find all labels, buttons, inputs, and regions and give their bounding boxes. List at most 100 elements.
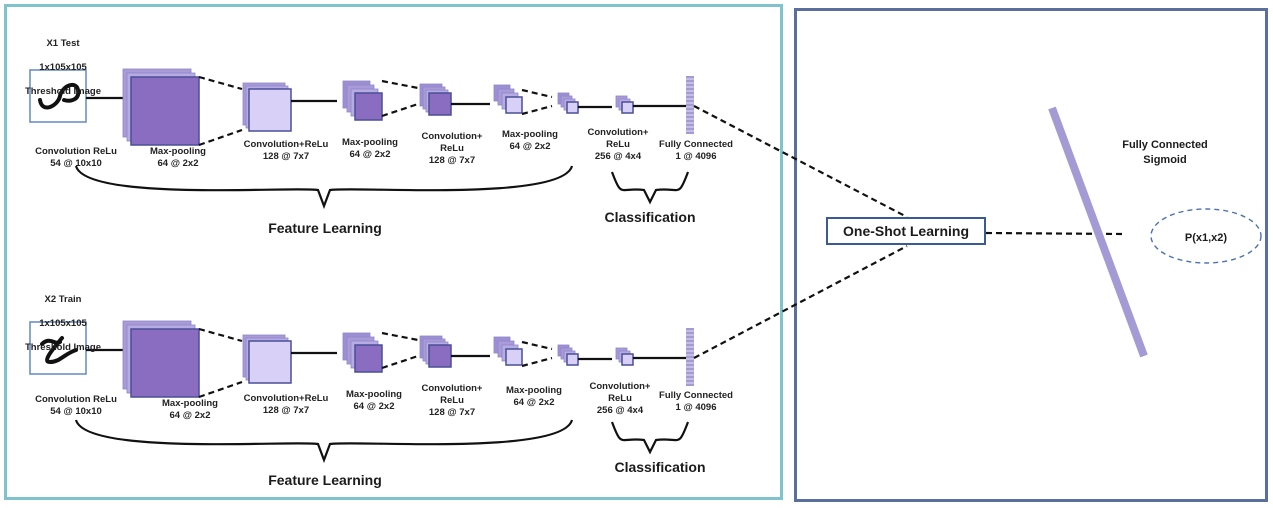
x1-to-oneshot-dash [693,105,908,218]
x1-dash-pool3-bot [521,104,553,116]
x2-classification-label: Classification [614,459,706,475]
one-shot-panel [794,8,1268,502]
x1-conv4-block-front [621,101,634,114]
x2-input-image-box [29,321,87,375]
x1-input-label: X1 Test 1x105x105 Threshold Image [18,26,108,110]
layer-name: Fully Connected [659,139,733,150]
x1-dash-conv1-bot [198,128,243,147]
x1-feature-brace [74,165,574,210]
x2-conv3-block-front [428,344,452,368]
x1-input-image-glyph [38,82,81,110]
layer-spec: 64 @ 2x2 [353,401,395,412]
fully-connected-sigmoid-label: Fully Connected Sigmoid [1122,139,1208,166]
sigmoid-layer-bar [1048,106,1148,358]
x2-pool3b-block-front [566,353,579,366]
layer-spec: 54 @ 10x10 [50,158,102,169]
layer-name: Convolution+ReLu [243,393,329,404]
layer-spec: 64 @ 2x2 [157,158,199,169]
x2-pool2-block-front [354,344,383,373]
one-shot-learning-box: One-Shot Learning [826,217,986,245]
layer-spec: 64 @ 2x2 [513,397,555,408]
x1-input-title: X1 Test [46,38,80,49]
x2-conv2-block-front [248,340,292,384]
x2-dash-pool2-bot [381,354,419,370]
x2-conv4-block-front [621,353,634,366]
x2-input-title: X2 Train [44,294,82,305]
x1-dash-pool3-top [521,88,553,99]
x2-input-dims: 1x105x105 [39,318,87,329]
layer-spec: 128 @ 7x7 [262,405,310,416]
layer-spec: 1 @ 4096 [675,402,717,413]
x2-dash-pool2-top [381,331,419,342]
probability-output-label: P(x1,x2) [1184,232,1228,244]
x1-dash-pool2-bot [381,102,419,118]
x2-input-image-glyph [40,336,78,365]
x2-dash-pool3-top [521,340,553,351]
x2-dash-pool3-bot [521,356,553,368]
layer-name: Max-pooling [342,137,398,148]
layer-spec: 128 @ 7x7 [428,407,476,418]
layer-name: Convolution+ ReLu [589,381,651,404]
probability-output-ellipse [1150,208,1262,264]
x1-classification-label: Classification [604,209,696,225]
layer-spec: 64 @ 2x2 [509,141,551,152]
layer-spec: 128 @ 7x7 [262,151,310,162]
x1-pool3-block-front [505,96,523,114]
layer-name: Max-pooling [506,385,562,396]
x1-dash-pool2-top [381,79,419,90]
x2-input-label: X2 Train 1x105x105 Threshold Image [18,282,108,366]
layer-name: Convolution+ ReLu [421,383,483,406]
x2-input-kind: Threshold Image [24,342,101,353]
x2-classification-brace [610,421,690,455]
x1-input-kind: Threshold Image [24,86,101,97]
x1-conv1-block-front [130,76,200,146]
layer-name: Convolution+ ReLu [421,131,483,154]
layer-spec: 256 @ 4x4 [596,405,644,416]
layer-spec: 128 @ 7x7 [428,155,476,166]
x1-pool2-block-front [354,92,383,121]
layer-name: Fully Connected [659,390,733,401]
x1-classification-brace [610,171,690,205]
x2-to-oneshot-dash [693,245,908,359]
x2-dash-conv1-bot [198,380,243,399]
layer-spec: 64 @ 2x2 [169,410,211,421]
layer-spec: 1 @ 4096 [675,151,717,162]
x1-dash-conv1-top [198,75,243,91]
x1-conv3-block-front [428,92,452,116]
x1-fc-layer [686,76,694,134]
layer-name: Convolution+ ReLu [587,127,649,150]
x2-fc-layer [686,328,694,386]
layer-name: Max-pooling [162,398,218,409]
layer-name: Convolution ReLu [35,394,117,405]
layer-name: Max-pooling [502,129,558,140]
x2-feature-learning-label: Feature Learning [268,472,382,488]
x1-pool3b-block-front [566,101,579,114]
layer-name: Max-pooling [150,146,206,157]
layer-spec: 256 @ 4x4 [594,151,642,162]
x2-conv1-block-front [130,328,200,398]
layer-spec: 64 @ 2x2 [349,149,391,160]
layer-name: Convolution ReLu [35,146,117,157]
layer-name: Convolution+ReLu [243,139,329,150]
x1-feature-learning-label: Feature Learning [268,220,382,236]
x1-input-dims: 1x105x105 [39,62,87,73]
layer-spec: 54 @ 10x10 [50,406,102,417]
